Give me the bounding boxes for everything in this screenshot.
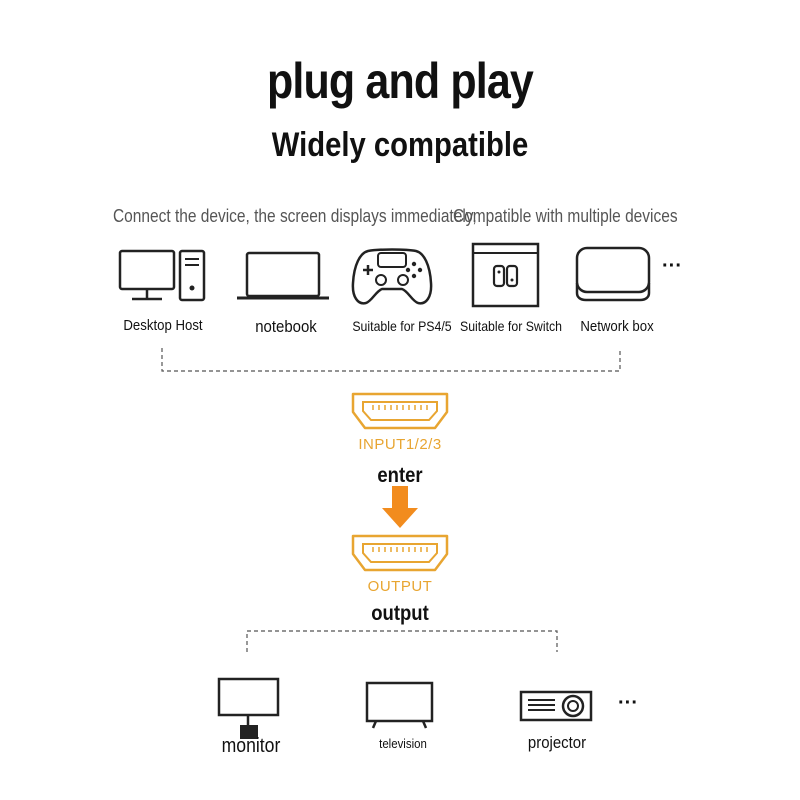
label-monitor: monitor	[221, 735, 281, 757]
gamepad-icon	[351, 248, 433, 305]
television-icon	[365, 681, 434, 729]
input-port-label: INPUT1/2/3	[358, 436, 442, 453]
network-box-icon	[575, 246, 651, 302]
output-label: output	[371, 602, 429, 625]
label-projector: projector	[527, 733, 587, 752]
input-bracket-line	[161, 348, 621, 372]
label-switch: Suitable for Switch	[459, 318, 563, 334]
caption-compatible: Compatible with multiple devices	[453, 206, 678, 226]
caption-connect: Connect the device, the screen displays …	[113, 206, 477, 226]
more-devices-marker: ···	[662, 255, 682, 277]
output-bracket-line	[246, 630, 558, 652]
output-port-label: OUTPUT	[367, 578, 433, 595]
label-notebook: notebook	[255, 317, 317, 336]
label-ps: Suitable for PS4/5	[352, 318, 452, 334]
desktop-host-icon	[118, 249, 206, 302]
monitor-icon	[217, 677, 280, 739]
label-desktop-host: Desktop Host	[123, 317, 203, 334]
enter-label: enter	[377, 464, 423, 487]
page-subtitle: Widely compatible	[271, 126, 529, 164]
hdmi-output-port-icon	[351, 534, 449, 572]
laptop-icon	[237, 251, 329, 300]
label-network-box: Network box	[580, 318, 654, 335]
label-television: television	[379, 736, 427, 751]
hdmi-input-port-icon	[351, 392, 449, 430]
page-title: plug and play	[267, 53, 534, 109]
switch-console-icon	[471, 242, 540, 308]
projector-icon	[519, 690, 593, 722]
down-arrow-icon	[382, 486, 418, 528]
more-outputs-marker: ···	[618, 692, 638, 714]
